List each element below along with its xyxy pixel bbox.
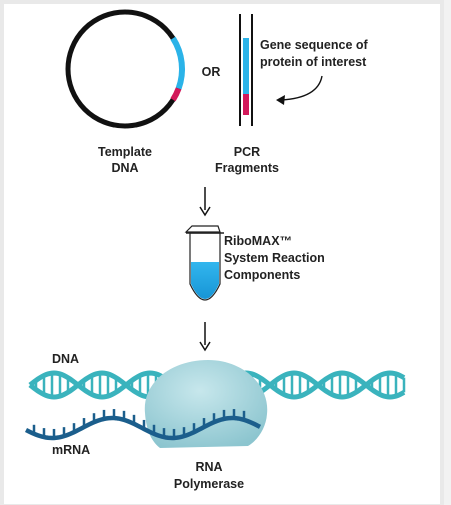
- rna-polymerase-label-line1: RNA: [195, 460, 222, 474]
- mrna-label: mRNA: [52, 443, 90, 457]
- mrna-backbone: [24, 415, 262, 441]
- pcr-fragments-label-line2: Fragments: [215, 161, 279, 175]
- down-arrow-2: [199, 322, 211, 352]
- template-dna-label-line2: DNA: [111, 161, 138, 175]
- gene-sequence-label-line1: Gene sequence of: [260, 38, 369, 52]
- right-margin-strip: [444, 0, 451, 505]
- template-dna-label-line1: Template: [98, 145, 152, 159]
- reaction-tube-icon: [184, 225, 224, 301]
- ribomax-label-line3: Components: [224, 268, 300, 282]
- or-label: OR: [202, 65, 221, 79]
- ribomax-label-line2: System Reaction: [224, 251, 325, 265]
- ribomax-label-line1: RiboMAX™: [224, 234, 292, 248]
- down-arrow-1: [199, 187, 211, 217]
- template-dna-plasmid: [65, 9, 185, 129]
- rna-polymerase-shape: [144, 360, 268, 448]
- gene-sequence-pointer-arrow: [276, 75, 323, 105]
- pcr-fragments-label-line1: PCR: [234, 145, 260, 159]
- rna-polymerase-label-line2: Polymerase: [174, 477, 244, 491]
- mrna-strand: [24, 409, 262, 441]
- dna-label: DNA: [52, 352, 79, 366]
- pcr-fragment: [239, 14, 253, 126]
- gene-sequence-label-line2: protein of interest: [260, 55, 367, 69]
